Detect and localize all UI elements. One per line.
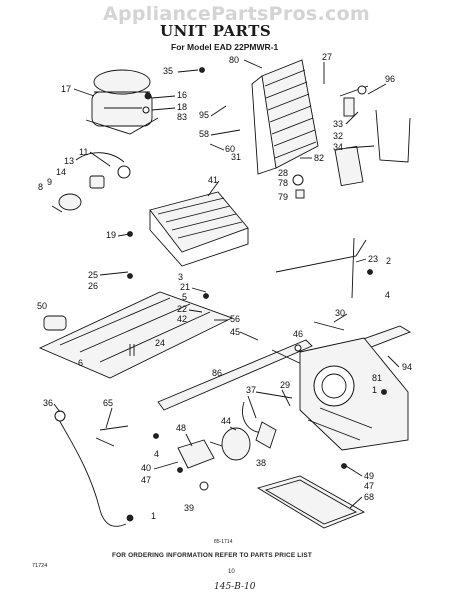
- callout-33: 33: [333, 119, 343, 129]
- drier-tubing-illustration: [334, 85, 411, 187]
- callout-1-lower: 1: [151, 511, 156, 521]
- callout-4-lower: 4: [154, 449, 159, 459]
- relay-overload-parts: [51, 152, 131, 213]
- callout-27: 27: [322, 52, 332, 62]
- callout-79: 79: [278, 192, 288, 202]
- callout-68: 68: [364, 492, 374, 502]
- drain-pan-illustration: [256, 475, 366, 529]
- handwritten-reference: 145-B-10: [214, 582, 256, 592]
- callout-40: 40: [141, 463, 151, 473]
- callout-1-upper: 1: [372, 385, 377, 395]
- callout-45: 45: [230, 327, 240, 337]
- callout-38: 38: [256, 458, 266, 468]
- wire-harness-illustration: [54, 410, 134, 527]
- callout-83: 83: [177, 112, 187, 122]
- watermark: AppliancePartsPros.com: [102, 3, 370, 25]
- callout-58: 58: [199, 129, 209, 139]
- diagram-title: UNIT PARTS: [160, 22, 272, 40]
- callout-labels: 17 35 80 27 96 16 18 83 95 58 60 33 32 3…: [37, 52, 412, 521]
- screw-fasteners: [127, 67, 387, 473]
- callout-30: 30: [335, 308, 345, 318]
- callout-39: 39: [184, 503, 194, 513]
- callout-8: 8: [38, 182, 43, 192]
- callout-56: 56: [230, 314, 240, 324]
- callout-86: 86: [212, 368, 222, 378]
- compressor-illustration: [85, 69, 159, 135]
- callout-28: 28: [278, 168, 288, 178]
- callout-17: 17: [61, 84, 71, 94]
- callout-95: 95: [199, 110, 209, 120]
- callout-31: 31: [231, 152, 241, 162]
- callout-80: 80: [229, 55, 239, 65]
- model-subtitle: For Model EAD 22PMWR-1: [171, 42, 279, 52]
- fan-motor-illustration: [177, 421, 277, 491]
- callout-6: 6: [78, 358, 83, 368]
- brace-rail-illustration: [157, 339, 313, 411]
- callout-18: 18: [177, 102, 187, 112]
- fan-shroud-illustration: [242, 337, 409, 451]
- callout-41: 41: [208, 175, 218, 185]
- callout-96: 96: [385, 74, 395, 84]
- callout-9: 9: [47, 177, 52, 187]
- callout-49: 49: [364, 471, 374, 481]
- callout-19: 19: [106, 230, 116, 240]
- callout-94: 94: [402, 362, 412, 372]
- callout-25: 25: [88, 270, 98, 280]
- condenser-coil-illustration: [251, 59, 319, 199]
- callout-13: 13: [64, 156, 74, 166]
- left-code: 71724: [32, 563, 48, 569]
- callout-2: 2: [386, 256, 391, 266]
- callout-36: 36: [43, 398, 53, 408]
- callout-4: 4: [385, 290, 390, 300]
- callout-82: 82: [314, 153, 324, 163]
- evaporator-coil-illustration: [149, 191, 249, 267]
- callout-24: 24: [155, 338, 165, 348]
- callout-29: 29: [280, 380, 290, 390]
- callout-60: 60: [225, 144, 235, 154]
- callout-47: 47: [141, 475, 151, 485]
- drawing-code: 85-1714: [214, 539, 233, 545]
- callout-14: 14: [56, 167, 66, 177]
- ordering-note: FOR ORDERING INFORMATION REFER TO PARTS …: [112, 552, 312, 559]
- callout-47-right: 47: [364, 481, 374, 491]
- callout-46: 46: [293, 329, 303, 339]
- callout-44: 44: [221, 416, 231, 426]
- page-number: 10: [228, 569, 235, 575]
- callout-78: 78: [278, 178, 288, 188]
- callout-3: 3: [178, 272, 183, 282]
- callout-11: 11: [79, 147, 88, 157]
- callout-35: 35: [163, 66, 173, 76]
- callout-65: 65: [103, 398, 113, 408]
- callout-26: 26: [88, 281, 98, 291]
- callout-48: 48: [176, 423, 186, 433]
- callout-34: 34: [333, 142, 343, 152]
- callout-23: 23: [368, 254, 378, 264]
- callout-16: 16: [177, 90, 187, 100]
- leader-lines: [53, 59, 400, 509]
- callout-37: 37: [246, 385, 256, 395]
- callout-81: 81: [372, 373, 382, 383]
- callout-22: 22: [177, 304, 187, 314]
- base-frame-illustration: [38, 291, 234, 379]
- callout-42: 42: [177, 314, 187, 324]
- callout-5: 5: [182, 292, 187, 302]
- callout-50: 50: [37, 301, 47, 311]
- callout-32: 32: [333, 131, 343, 141]
- callout-21: 21: [180, 282, 190, 292]
